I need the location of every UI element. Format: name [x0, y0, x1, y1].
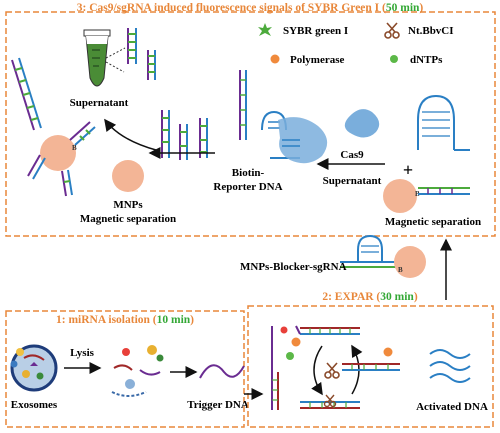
- expar-polymerase-right: [383, 347, 393, 357]
- label-magnetic-left: Magnetic separation: [80, 213, 176, 225]
- label-mnps: MNPs: [113, 199, 143, 211]
- polymerase-icon: [270, 54, 280, 64]
- scissors-icon-mid: [324, 362, 340, 379]
- panel-isolation-title: 1: miRNA isolation (10 min): [56, 314, 194, 326]
- label-biotin-reporter-1: Biotin-: [232, 167, 265, 179]
- sgrna-hairpin: [417, 94, 470, 151]
- sybr-icon: [258, 23, 272, 36]
- scissors-icon: [384, 22, 400, 39]
- label-supernatant-mid: Supernatant: [323, 175, 382, 187]
- panel-cas9: [5, 11, 496, 237]
- trigger-dna-wave: [199, 364, 245, 379]
- cas9-protein-icon: [344, 109, 380, 138]
- bead-right-dna: [418, 187, 470, 195]
- arrow-cycle-down: [311, 345, 323, 396]
- bead-left: [40, 135, 76, 171]
- bead-right: [383, 179, 417, 213]
- plus-sign: +: [403, 160, 413, 180]
- label-cas9: Cas9: [340, 149, 364, 161]
- biotin-b-blocker: B: [398, 266, 403, 274]
- panel-cas9-title: 3: Cas9/sgRNA induced fluorescence signa…: [77, 2, 424, 14]
- label-biotin-reporter-2: Reporter DNA: [213, 181, 282, 193]
- tube-icon: [83, 29, 126, 87]
- label-supernatant-top: Supernatant: [70, 97, 129, 109]
- expar-dntp: [286, 352, 294, 360]
- expar-duplex-right: [342, 363, 400, 371]
- panel-isolation: [5, 310, 245, 428]
- expar-red-dot: [280, 326, 288, 334]
- dntp-icon: [390, 55, 398, 63]
- label-lysis: Lysis: [70, 347, 95, 359]
- bead-blocker: [394, 246, 426, 278]
- panel-expar-title: 2: EXPAR (30 min): [322, 291, 417, 303]
- expar-polymerase: [291, 337, 301, 347]
- bead-left-dna: [27, 121, 96, 197]
- expar-duplex-top: [295, 325, 360, 335]
- legend-polymerase: Polymerase: [290, 54, 344, 66]
- biotin-b: B: [72, 144, 77, 152]
- label-trigger: Trigger DNA: [187, 399, 249, 411]
- legend: SYBR green I Nt.BbvCI Polymerase dNTPs: [258, 22, 454, 66]
- label-blocker: MNPs-Blocker-sgRNA: [240, 261, 347, 273]
- arrow-to-supernatant: [104, 118, 157, 151]
- blocker-sgrna-hairpin: [340, 234, 400, 268]
- lysed-components: [111, 345, 164, 397]
- scissors-icon-bottom: [323, 394, 337, 408]
- legend-dntps: dNTPs: [410, 54, 443, 66]
- dsdna-tube-right: [127, 28, 156, 80]
- biotin-reporter-dna: [239, 70, 247, 140]
- expar-template-left: [271, 326, 279, 410]
- cas9-complex: [261, 110, 328, 164]
- dsdna-middle-group: [161, 110, 208, 160]
- activated-dna-waves: [429, 349, 471, 383]
- exosome-icon: [10, 344, 58, 392]
- dsdna-left: [11, 57, 42, 131]
- bead-mnps: [112, 160, 144, 192]
- legend-sybr: SYBR green I: [283, 25, 348, 37]
- label-magnetic-right: Magnetic separation: [385, 216, 481, 228]
- label-exosomes: Exosomes: [11, 399, 58, 411]
- biotin-b-right: B: [415, 190, 420, 198]
- panel-expar: [247, 305, 494, 428]
- legend-nickase: Nt.BbvCI: [408, 25, 454, 37]
- label-activated: Activated DNA: [416, 401, 488, 413]
